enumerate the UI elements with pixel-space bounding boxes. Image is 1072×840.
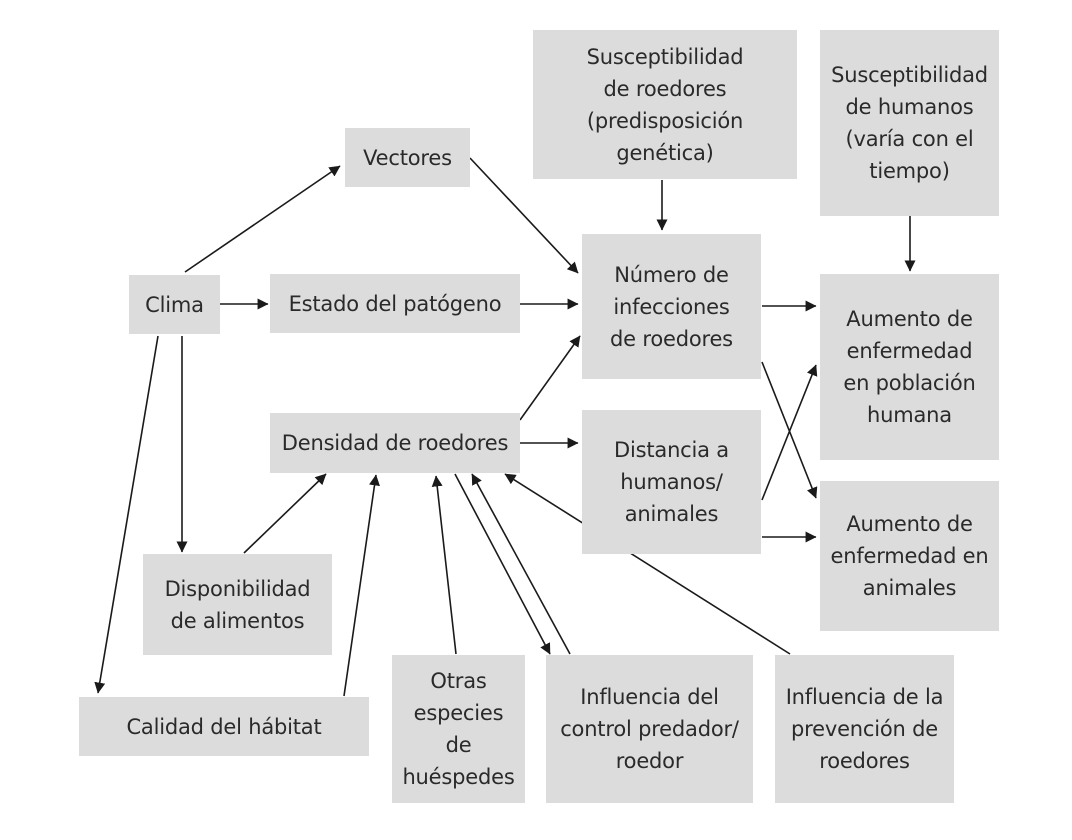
- arrow-influenciapredador-densidad: [471, 473, 571, 655]
- node-influencia-prevencion: Influencia de la prevención de roedores: [775, 655, 954, 803]
- arrow-densidad-influenciapredador: [454, 473, 551, 655]
- node-densidad-de-roedores: Densidad de roedores: [270, 413, 520, 473]
- node-clima: Clima: [129, 275, 220, 334]
- node-disponibilidad-de-alimentos: Disponibilidad de alimentos: [143, 554, 332, 655]
- node-influencia-predador: Influencia del control predador/ roedor: [546, 655, 753, 803]
- node-estado-del-patogeno: Estado del patógeno: [270, 274, 520, 333]
- arrow-clima-vectores: [184, 165, 341, 273]
- arrow-densidad-numero: [519, 335, 581, 421]
- arrow-numero-aumentoanimales: [761, 361, 818, 499]
- arrow-otras-densidad: [431, 475, 457, 655]
- node-otras-especies: Otras especies de huéspedes: [392, 655, 525, 803]
- node-distancia: Distancia a humanos/ animales: [582, 410, 761, 554]
- node-calidad-del-habitat: Calidad del hábitat: [79, 697, 369, 756]
- node-vectores: Vectores: [345, 128, 470, 187]
- node-susceptibilidad-roedores: Susceptibilidad de roedores (predisposic…: [533, 30, 797, 179]
- arrow-disponibilidad-densidad: [243, 473, 327, 554]
- node-aumento-humana: Aumento de enfermedad en población human…: [820, 274, 999, 460]
- node-susceptibilidad-humanos: Susceptibilidad de humanos (varía con el…: [820, 30, 999, 216]
- arrow-calidad-densidad: [343, 474, 380, 697]
- node-numero-infecciones: Número de infecciones de roedores: [582, 234, 761, 379]
- arrow-distancia-aumentohumana: [761, 364, 818, 501]
- node-aumento-animales: Aumento de enfermedad en animales: [820, 481, 999, 631]
